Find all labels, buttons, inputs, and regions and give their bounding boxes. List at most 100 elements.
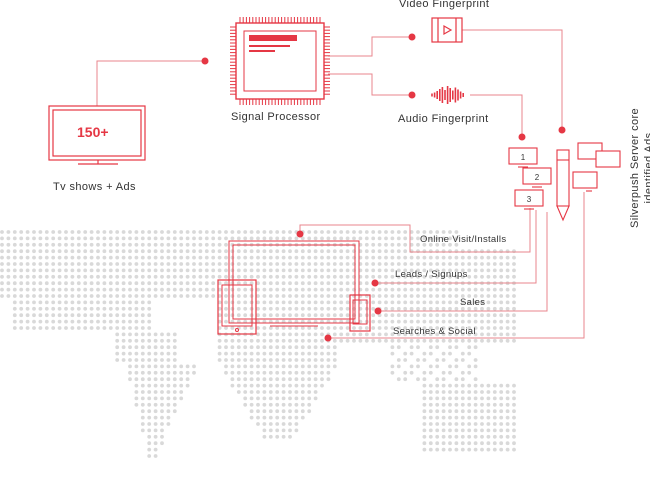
map-dot [268, 268, 273, 273]
map-dot [249, 326, 254, 330]
map-dot [249, 377, 254, 382]
map-dot [467, 390, 472, 394]
map-dot [294, 281, 299, 286]
map-dot [160, 402, 164, 407]
map-dot [211, 274, 216, 279]
map-dot [0, 287, 4, 292]
map-dot [172, 377, 177, 382]
map-dot [6, 294, 11, 298]
map-dot [409, 236, 414, 241]
map-dot [486, 313, 491, 318]
screen-2-icon [522, 167, 552, 185]
map-dot [211, 294, 216, 298]
map-dot [288, 249, 292, 254]
map-dot [428, 319, 433, 324]
map-dot [505, 268, 510, 273]
map-dot [454, 242, 459, 247]
map-dot [371, 249, 376, 254]
map-dot [512, 268, 516, 273]
map-dot [352, 332, 356, 337]
map-dot [96, 294, 100, 298]
map-dot [44, 268, 49, 273]
map-dot [307, 402, 312, 407]
map-dot [96, 319, 100, 324]
map-dot [275, 351, 280, 356]
map-dot [38, 249, 43, 254]
map-dot [505, 396, 510, 401]
map-dot [499, 313, 504, 318]
map-dot [313, 268, 318, 273]
map-dot [467, 383, 472, 388]
map-dot [300, 294, 305, 298]
map-dot [134, 326, 139, 330]
map-dot [371, 242, 376, 247]
map-dot [0, 274, 4, 279]
map-dot [326, 281, 331, 286]
map-dot [467, 428, 472, 433]
map-dot [243, 338, 248, 343]
map-dot [134, 255, 139, 260]
map-dot [166, 370, 171, 375]
map-dot [435, 364, 440, 369]
map-dot [19, 230, 24, 234]
map-dot [448, 370, 452, 375]
map-dot [345, 326, 350, 330]
map-dot [512, 262, 516, 266]
map-dot [300, 383, 305, 388]
map-dot [512, 313, 516, 318]
map-dot [128, 255, 132, 260]
map-dot [441, 447, 446, 452]
map-dot [428, 274, 433, 279]
map-dot [294, 396, 299, 401]
map-dot [384, 313, 388, 318]
map-dot [230, 383, 235, 388]
map-dot [460, 383, 465, 388]
map-dot [172, 274, 177, 279]
map-dot [294, 249, 299, 254]
map-dot [403, 370, 408, 375]
map-dot [249, 255, 254, 260]
map-dot [64, 242, 68, 247]
map-dot [441, 415, 446, 420]
map-dot [198, 236, 203, 241]
map-dot [128, 326, 132, 330]
map-dot [192, 274, 196, 279]
map-dot [198, 249, 203, 254]
map-dot [281, 434, 286, 439]
map-dot [160, 281, 164, 286]
map-dot [460, 332, 465, 337]
map-dot [230, 294, 235, 298]
map-dot [256, 383, 260, 388]
map-dot [115, 306, 120, 311]
map-dot [243, 313, 248, 318]
map-dot [352, 230, 356, 234]
map-dot [512, 338, 516, 343]
map-dot [435, 428, 440, 433]
map-dot [230, 364, 235, 369]
map-dot [492, 268, 497, 273]
map-dot [512, 447, 516, 452]
map-dot [51, 281, 56, 286]
map-dot [300, 409, 305, 414]
map-dot [147, 262, 152, 266]
map-dot [102, 287, 107, 292]
map-dot [294, 370, 299, 375]
map-dot [89, 236, 94, 241]
map-dot [70, 300, 75, 305]
map-dot [6, 230, 11, 234]
map-dot [96, 281, 100, 286]
map-dot [288, 281, 292, 286]
map-dot [467, 332, 472, 337]
map-dot [454, 358, 459, 362]
map-dot [486, 274, 491, 279]
map-dot [12, 268, 17, 273]
map-dot [448, 351, 452, 356]
map-dot [294, 236, 299, 241]
map-dot [396, 313, 401, 318]
map-dot [147, 242, 152, 247]
map-dot [268, 390, 273, 394]
map-dot [300, 249, 305, 254]
map-dot [448, 319, 452, 324]
map-dot [512, 326, 516, 330]
map-dot [115, 332, 120, 337]
